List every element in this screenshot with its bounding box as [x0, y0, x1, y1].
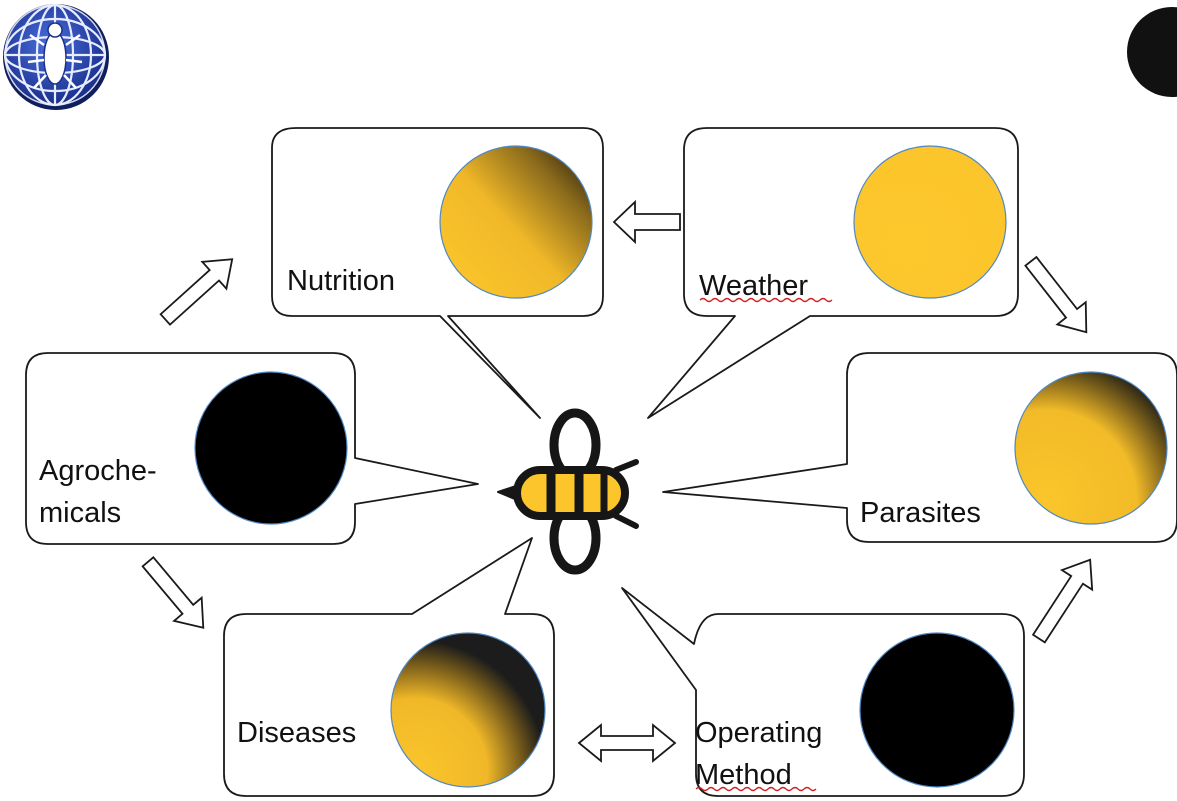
arrow-operating-to-parasites	[1031, 558, 1094, 644]
operating-method-status-circle	[859, 632, 1015, 788]
diseases-status-circle	[390, 632, 546, 788]
arrow-diseases-operating-double	[577, 723, 677, 763]
bee-globe-logo-icon	[3, 3, 109, 110]
weather-status-circle	[853, 145, 1007, 299]
spellcheck-underline-weather	[699, 297, 833, 303]
arrow-agro-to-diseases	[141, 556, 205, 629]
weather-label: Weather	[699, 270, 808, 302]
operating-method-label-line1: Operating	[695, 717, 822, 749]
operating-method-label-line2: Method	[695, 759, 792, 791]
arrow-weather-to-nutrition	[612, 199, 681, 245]
agrochemicals-status-circle	[194, 371, 348, 525]
parasites-label: Parasites	[860, 497, 981, 529]
arrow-agro-to-nutrition	[159, 258, 234, 326]
bee-icon	[497, 408, 639, 575]
spellcheck-underline-method	[695, 786, 817, 792]
black-circle-icon	[1127, 7, 1177, 97]
agrochemicals-label-line2: micals	[39, 497, 121, 529]
parasites-status-circle	[1014, 371, 1168, 525]
agrochemicals-label-line1: Agroche-	[39, 455, 157, 487]
arrow-weather-to-parasites	[1024, 255, 1088, 334]
nutrition-label: Nutrition	[287, 265, 395, 297]
diseases-label: Diseases	[237, 717, 356, 749]
nutrition-status-circle	[439, 145, 593, 299]
